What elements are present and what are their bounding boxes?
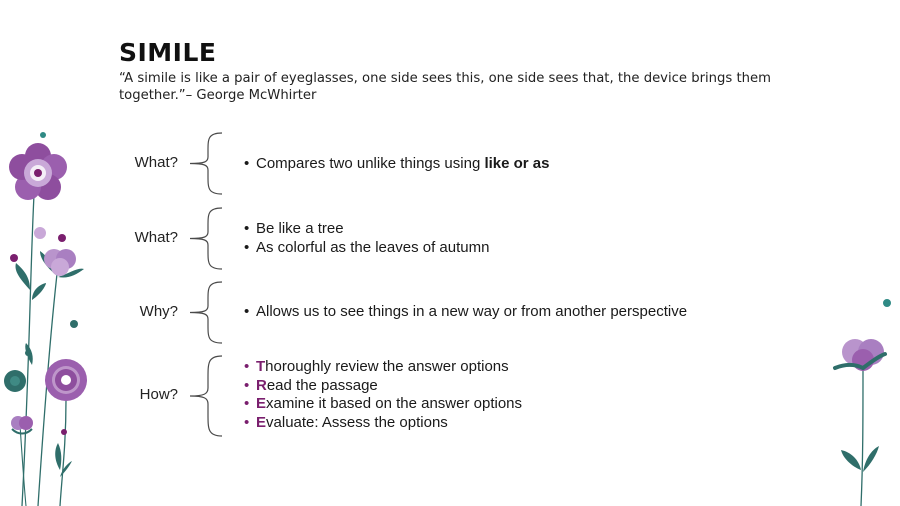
bullet-item: •As colorful as the leaves of autumn <box>244 238 490 256</box>
flower-icon <box>9 143 67 200</box>
leaf-icon <box>841 450 861 470</box>
bullet-list: •Be like a tree •As colorful as the leav… <box>244 220 489 257</box>
bullet-item: •Allows us to see things in a new way or… <box>244 303 688 320</box>
slide-title: SIMILE <box>119 38 217 67</box>
flower-icon <box>11 416 33 435</box>
leaf-icon <box>55 443 62 470</box>
bracket-icon <box>189 132 223 195</box>
leaf-icon <box>32 283 46 300</box>
bracket-icon <box>189 207 223 270</box>
row-label: What? <box>134 154 178 171</box>
leaf-icon <box>58 268 84 278</box>
flower-decoration-left <box>4 132 87 506</box>
flower-icon <box>44 249 76 276</box>
leaf-icon <box>60 461 72 477</box>
flower-decoration-right <box>833 299 891 506</box>
flower-icon <box>4 370 26 392</box>
bullet-item: •Read the passage <box>244 376 378 394</box>
leaf-icon <box>863 446 879 472</box>
flower-icon <box>45 359 87 401</box>
bracket-icon <box>189 355 223 437</box>
bullet-item: •Evaluate: Assess the options <box>244 413 448 431</box>
row-label: Why? <box>139 303 178 320</box>
stem-icon <box>21 194 35 506</box>
stem-icon <box>860 369 864 506</box>
stem-icon <box>59 399 67 506</box>
bullet-list: •Compares two unlike things using like o… <box>244 155 550 174</box>
bullet-item: •Thoroughly review the answer options <box>244 358 509 375</box>
bullet-item: •Be like a tree <box>244 220 344 237</box>
bullet-item: •Compares two unlike things using like o… <box>244 155 550 172</box>
row-label: How? <box>139 386 178 403</box>
leaf-icon <box>15 263 30 290</box>
bullet-list: •Allows us to see things in a new way or… <box>244 303 687 322</box>
bullet-list: •Thoroughly review the answer options •R… <box>244 358 522 432</box>
bracket-icon <box>189 281 223 344</box>
bullet-item: •Examine it based on the answer options <box>244 395 523 412</box>
slide-quote: “A simile is like a pair of eyeglasses, … <box>119 71 771 103</box>
flower-icon <box>833 339 887 371</box>
row-label: What? <box>134 229 178 246</box>
